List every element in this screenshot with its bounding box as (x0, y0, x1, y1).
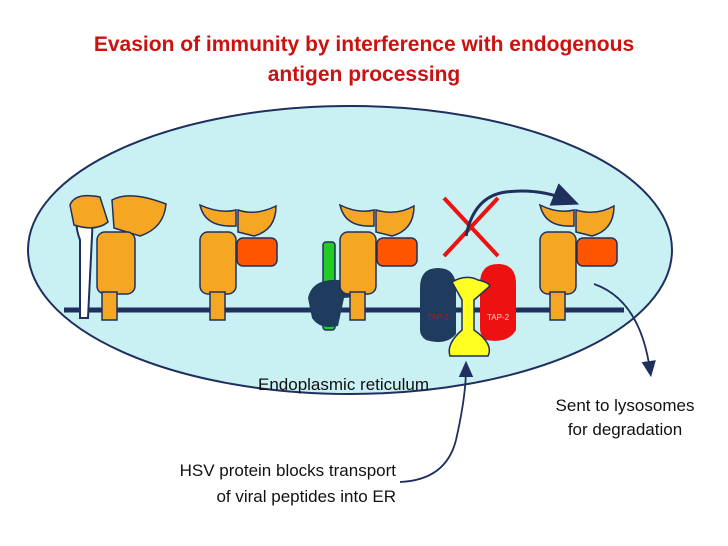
lysosome-arrow (593, 283, 656, 378)
title-line-2: antigen processing (267, 63, 461, 86)
tap-1-subunit (420, 268, 456, 342)
tap-2-label: TAP-2 (487, 313, 510, 322)
mhc-complex-3 (308, 203, 418, 331)
lysosome-label-line-1: Sent to lysosomes (555, 396, 695, 415)
lysosome-label: Sent to lysosomes for degradation (540, 394, 710, 442)
hsv-label-line-1: HSV protein blocks transport (179, 461, 396, 480)
er-label: Endoplasmic reticulum (258, 375, 430, 394)
tap-1-label: TAP-1 (427, 313, 450, 322)
hsv-label-line-2: of viral peptides into ER (216, 487, 396, 506)
mhc-complex-4 (538, 203, 618, 321)
mhc-complex-1 (69, 194, 167, 321)
title-line-1: Evasion of immunity by interference with… (93, 33, 635, 56)
peptide-arrow (464, 183, 580, 237)
hsv-arrow (399, 360, 474, 483)
mhc-complex-2 (198, 203, 278, 321)
tap-2-subunit (480, 264, 516, 341)
lysosome-label-line-2: for degradation (567, 420, 683, 439)
hsv-blocker (448, 276, 491, 357)
page-title: Evasion of immunity by interference with… (0, 30, 728, 90)
tap-transporter: TAP-1 TAP-2 (420, 264, 516, 357)
hsv-label: HSV protein blocks transport of viral pe… (118, 458, 396, 510)
block-cross (442, 196, 500, 258)
